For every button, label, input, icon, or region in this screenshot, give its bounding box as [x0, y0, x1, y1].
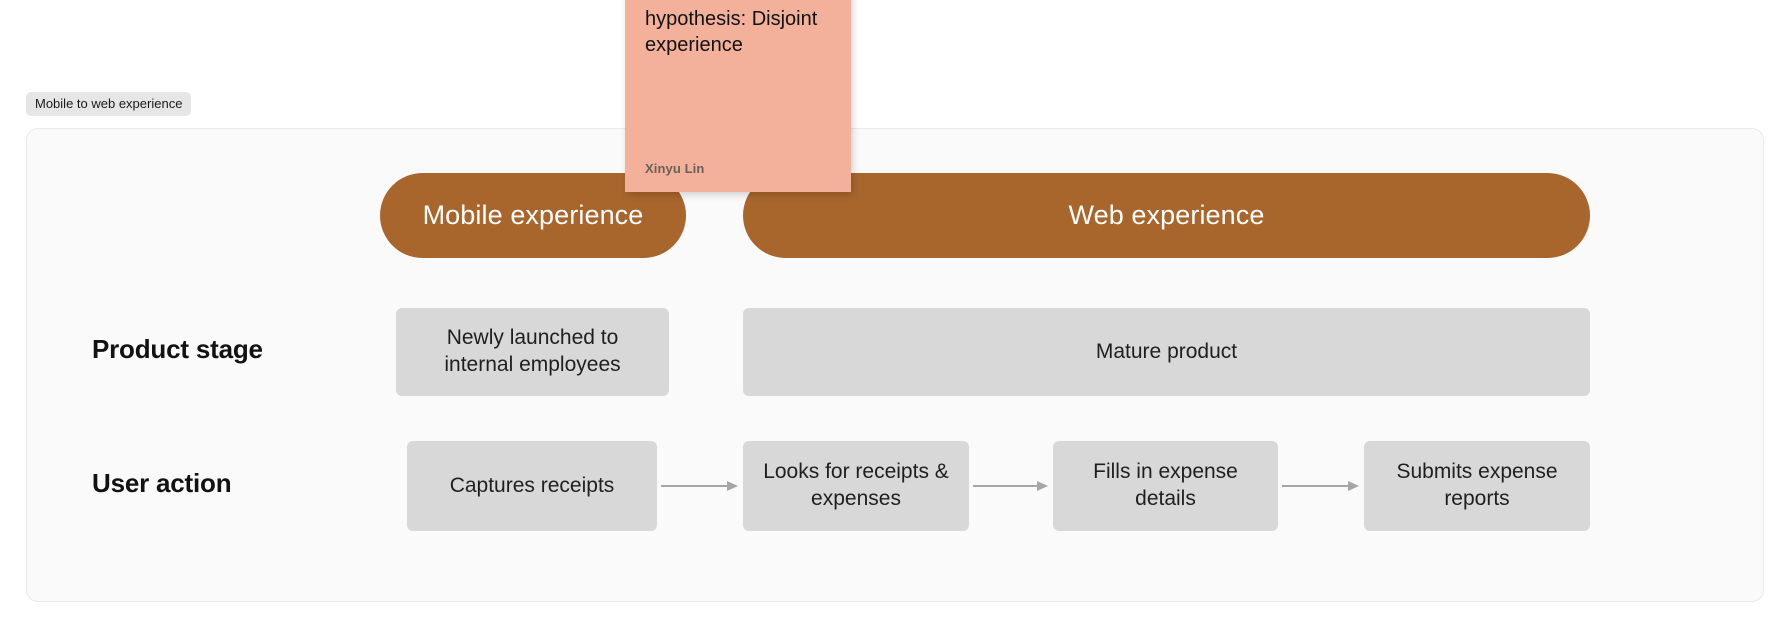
row-label-user-action: User action	[92, 468, 232, 498]
cell-user-action-4[interactable]: Submits expense reports	[1364, 441, 1590, 531]
cell-product-stage-web[interactable]: Mature product	[743, 308, 1590, 396]
column-header-mobile-label: Mobile experience	[422, 200, 644, 230]
cell-user-action-3[interactable]: Fills in expense details	[1053, 441, 1278, 531]
sticky-note-text: Research hypothesis: Disjoint experience	[645, 0, 818, 56]
arrow-icon-1	[661, 479, 739, 493]
arrow-icon-2	[973, 479, 1049, 493]
arrow-icon-3	[1282, 479, 1360, 493]
cell-text: Newly launched to internal employees	[444, 326, 621, 376]
cell-text: Looks for receipts & expenses	[763, 460, 949, 510]
sticky-note-author: Xinyu Lin	[645, 161, 705, 176]
cell-user-action-1[interactable]: Captures receipts	[407, 441, 657, 531]
cell-text: Mature product	[1095, 339, 1238, 363]
column-header-web[interactable]: Web experience	[743, 173, 1590, 258]
cell-user-action-2[interactable]: Looks for receipts & expenses	[743, 441, 969, 531]
frame-label[interactable]: Mobile to web experience	[26, 92, 192, 116]
cell-text: Submits expense reports	[1396, 460, 1558, 510]
sticky-note[interactable]: Research hypothesis: Disjoint experience…	[625, 0, 851, 192]
cell-product-stage-mobile[interactable]: Newly launched to internal employees	[396, 308, 669, 396]
cell-text: Fills in expense details	[1093, 460, 1238, 510]
column-header-web-label: Web experience	[1068, 200, 1265, 230]
cell-text: Captures receipts	[449, 473, 615, 497]
row-label-product-stage: Product stage	[92, 334, 263, 364]
